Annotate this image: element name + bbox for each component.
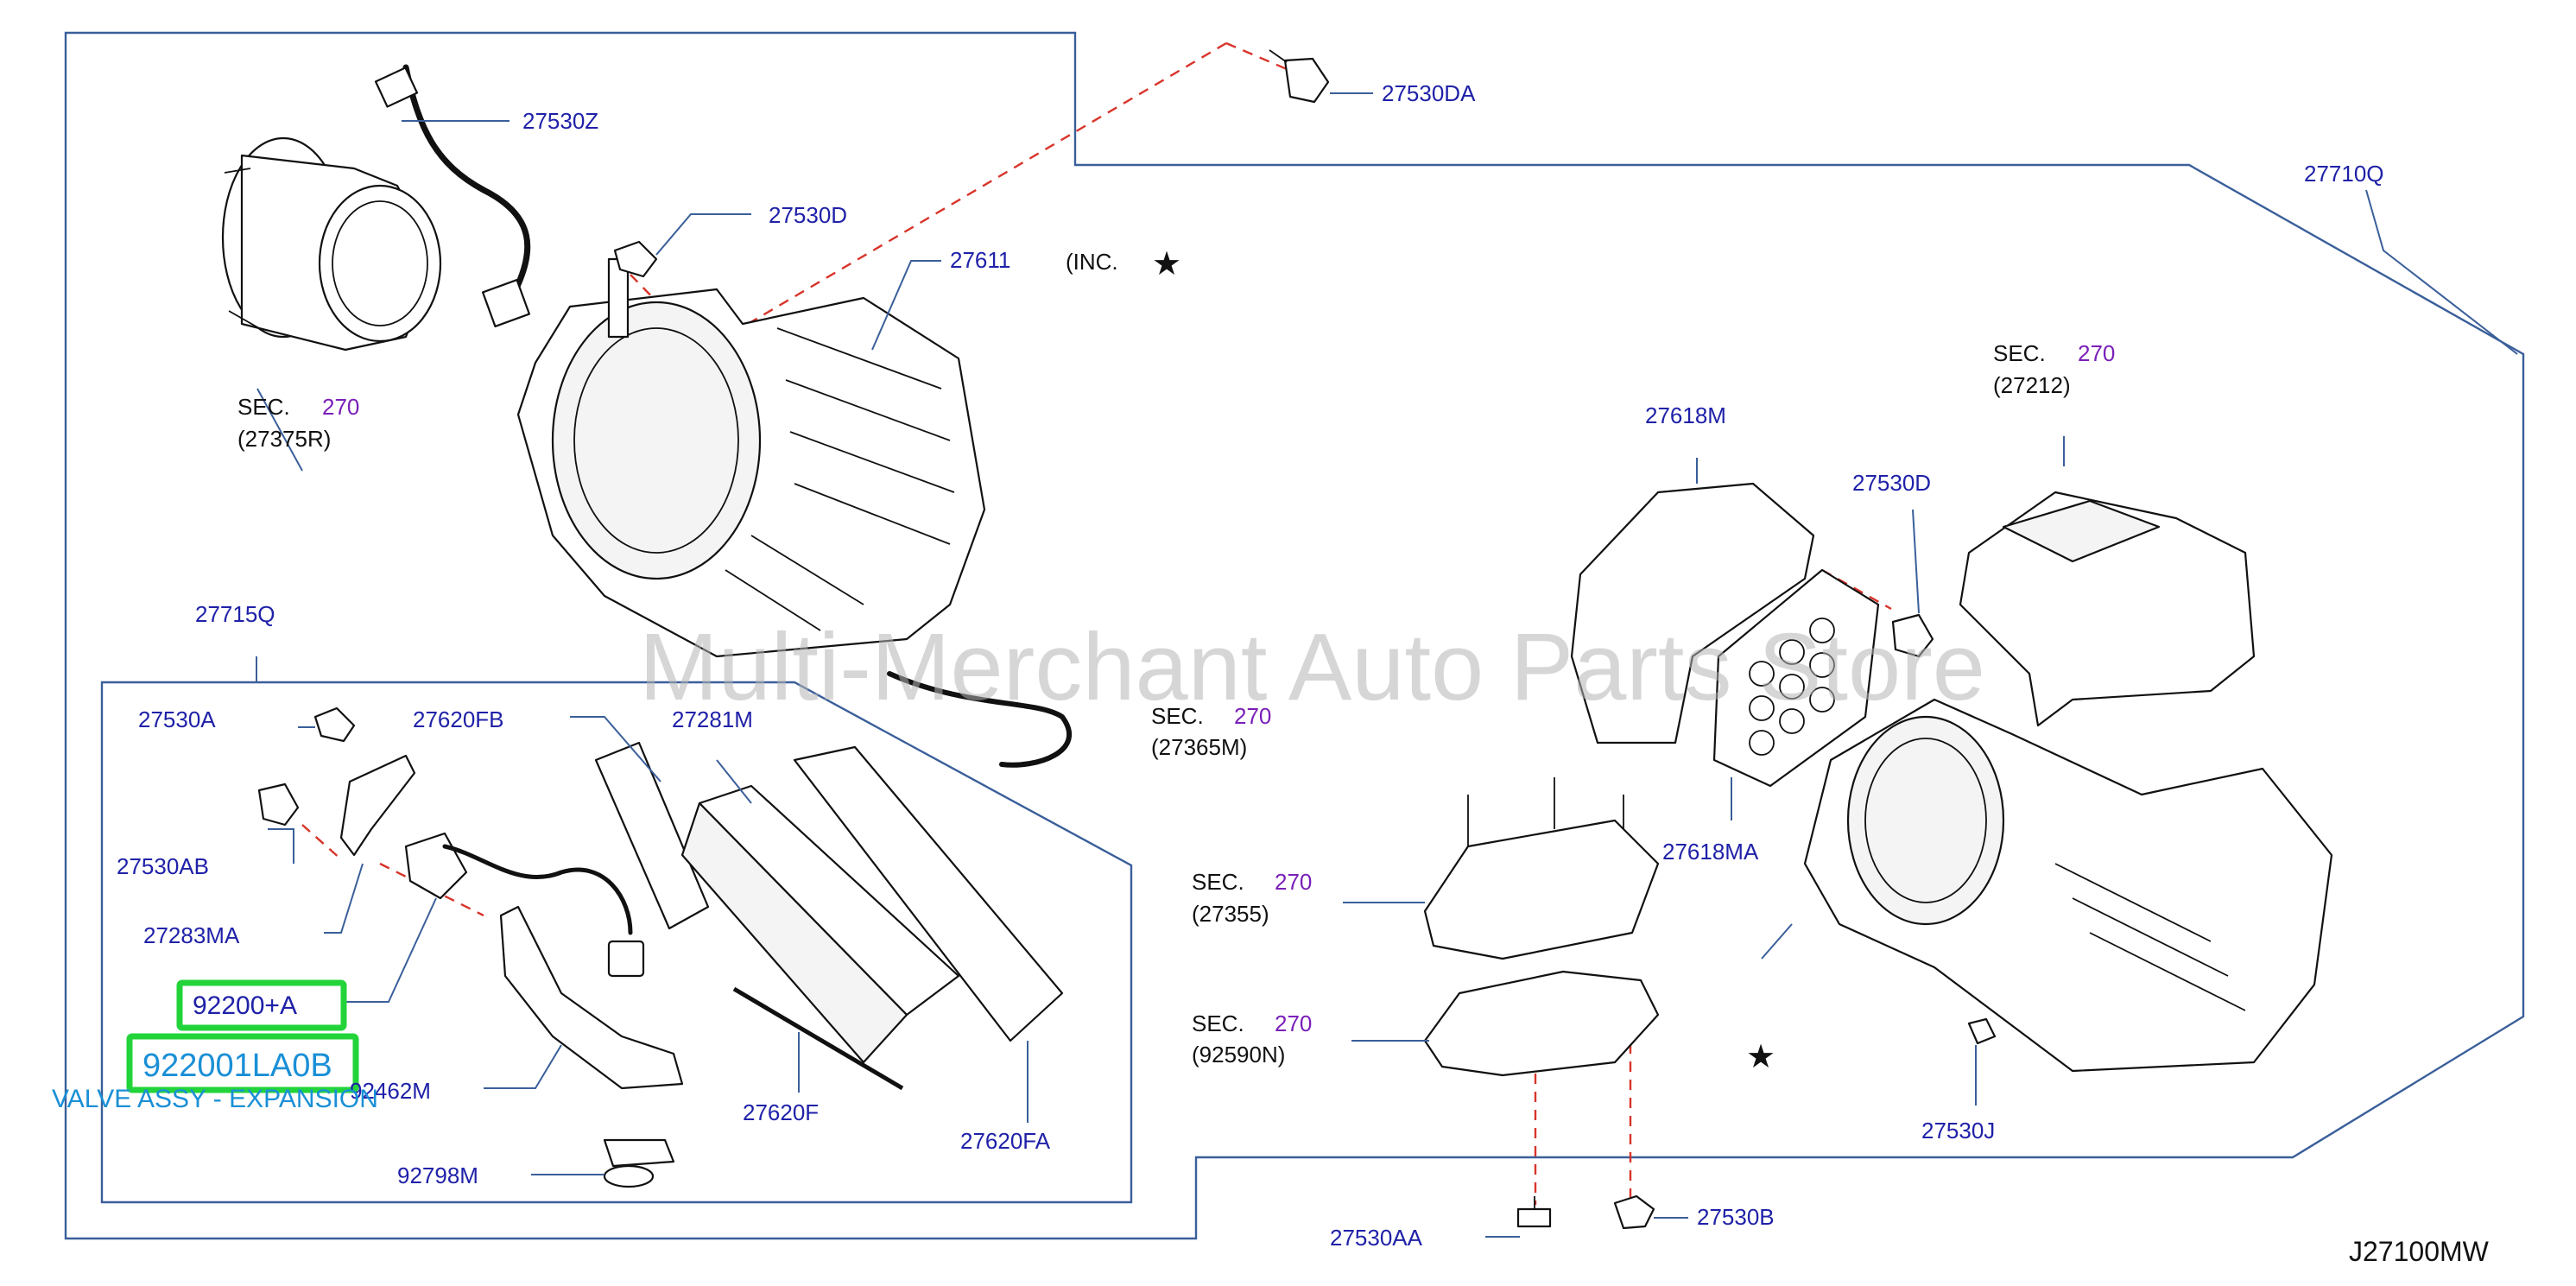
- filter-grid: [1749, 618, 1835, 756]
- svg-text:270: 270: [1275, 869, 1312, 895]
- label-27530AB: 27530AB: [117, 853, 209, 879]
- clip-27530J: [1967, 1017, 1997, 1045]
- outer-frame: [64, 31, 2525, 1240]
- label-27281M: 27281M: [672, 706, 753, 732]
- label-27620FA: 27620FA: [960, 1128, 1051, 1154]
- blower-connector-top: [374, 67, 419, 108]
- svg-text:270: 270: [322, 394, 359, 420]
- highlight-description: VALVE ASSY - EXPANSION: [52, 1085, 378, 1113]
- label-92462M: 92462M: [350, 1078, 431, 1104]
- svg-text:SEC.: SEC.: [1192, 869, 1244, 895]
- svg-text:270: 270: [1275, 1010, 1312, 1036]
- bolt-27530D-top: [613, 240, 658, 278]
- label-inc: (INC.: [1066, 249, 1118, 275]
- svg-text:(27365M): (27365M): [1151, 734, 1247, 760]
- diagram-code: J27100MW: [2349, 1236, 2490, 1267]
- watermark: Multi-Merchant Auto Parts Store: [639, 614, 1985, 720]
- expansion-valve: [404, 832, 468, 900]
- pipe-92462M: [499, 905, 684, 1090]
- blower-wire: [402, 64, 531, 297]
- svg-text:SEC.: SEC.: [1993, 340, 2046, 366]
- label-27620FB: 27620FB: [413, 706, 504, 732]
- svg-text:SEC.: SEC.: [237, 394, 290, 420]
- evaporator-subframe: [100, 681, 1133, 1204]
- svg-text:(92590N): (92590N): [1192, 1042, 1285, 1067]
- highlight-part-number[interactable]: 922001LA0B: [142, 1048, 332, 1084]
- heater-opening-inner: [1864, 738, 1987, 903]
- label-27283MA: 27283MA: [143, 922, 240, 948]
- label-27530AA: 27530AA: [1330, 1225, 1423, 1251]
- bolt-27530DA: [1283, 57, 1330, 104]
- blower-connector-bottom: [481, 278, 531, 328]
- bolt-27530AA: [1516, 1207, 1552, 1228]
- svg-text:270: 270: [1234, 703, 1271, 729]
- sec-ref-27212: SEC. 270 (27212): [1993, 340, 2115, 398]
- label-27530B: 27530B: [1697, 1204, 1775, 1230]
- leader-lines: [256, 92, 2518, 1238]
- bracket-27618M: [1570, 482, 1815, 744]
- bolt-27530AB: [257, 782, 300, 827]
- svg-text:SEC.: SEC.: [1192, 1010, 1244, 1036]
- bracket-27355: [1423, 819, 1660, 960]
- label-27710Q: 27710Q: [2304, 161, 2384, 187]
- highlight-small-label[interactable]: 92200+A: [193, 991, 297, 1020]
- label-27715Q: 27715Q: [195, 601, 275, 627]
- highlight-box-part-number[interactable]: [126, 1033, 359, 1093]
- label-27530D-top: 27530D: [769, 202, 847, 228]
- star-icon-2: ★: [1746, 1039, 1775, 1075]
- blower-housing: [516, 257, 986, 658]
- heater-opening: [1846, 715, 2005, 926]
- bolt-27530DA-shank: [1269, 49, 1288, 63]
- sec-ref-27375R: SEC. 270 (27375R): [237, 394, 359, 452]
- pipe-clamp-27283MA: [339, 754, 416, 857]
- label-27611: 27611: [950, 247, 1010, 273]
- label-27530A: 27530A: [138, 706, 216, 732]
- o-ring-92798M: [603, 1138, 675, 1168]
- seal-27620F: [732, 986, 904, 1091]
- sec-ref-27355: SEC. 270 (27355): [1192, 869, 1312, 927]
- label-27618MA: 27618MA: [1662, 839, 1759, 865]
- label-27530Z: 27530Z: [522, 108, 598, 134]
- valve-connector: [607, 940, 645, 978]
- nut-27530B: [1613, 1194, 1655, 1230]
- svg-text:(27375R): (27375R): [237, 426, 331, 452]
- label-92798M: 92798M: [397, 1162, 478, 1188]
- bracket-27355-fins: [1467, 777, 1624, 846]
- valve-wire: [442, 844, 633, 935]
- plate-92590N: [1423, 970, 1660, 1077]
- sec-ref-92590N: SEC. 270 (92590N): [1192, 1010, 1312, 1067]
- highlight-box-small[interactable]: [176, 979, 347, 1031]
- duct-27212: [1959, 491, 2256, 727]
- drain-hose: [887, 671, 1072, 768]
- label-27618M: 27618M: [1645, 402, 1726, 428]
- label-27620F: 27620F: [743, 1099, 819, 1125]
- svg-text:270: 270: [2078, 340, 2115, 366]
- o-ring-92798M-b: [603, 1164, 655, 1188]
- blower-motor: [221, 136, 442, 352]
- evaporator-core-27281M-face: [680, 801, 908, 1064]
- star-icon: ★: [1152, 246, 1181, 282]
- label-27530DA: 27530DA: [1382, 80, 1476, 106]
- bolt-27530A: [313, 706, 356, 743]
- svg-text:(27355): (27355): [1192, 901, 1269, 927]
- svg-text:(27212): (27212): [1993, 372, 2071, 398]
- duct-opening: [2002, 499, 2161, 563]
- label-27530J: 27530J: [1921, 1118, 1995, 1143]
- label-27530D-right: 27530D: [1852, 470, 1931, 496]
- seal-27620FB: [594, 741, 710, 930]
- heater-ribs: [2054, 863, 2246, 1011]
- bolt-27530D-right: [1891, 613, 1934, 658]
- svg-text:SEC.: SEC.: [1151, 703, 1204, 729]
- sec-ref-27365M: SEC. 270 (27365M): [1151, 703, 1271, 760]
- seal-27620FA: [793, 745, 1064, 1042]
